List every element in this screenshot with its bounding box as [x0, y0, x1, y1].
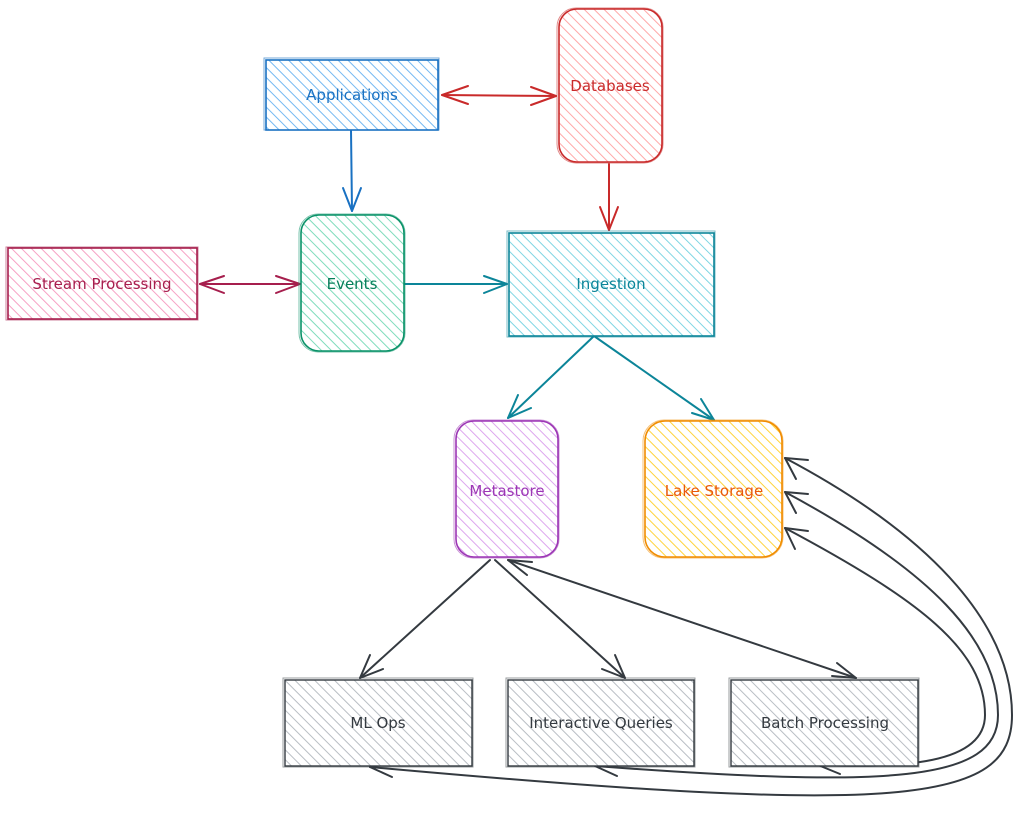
- node-batch-processing[interactable]: Batch Processing: [728, 677, 920, 768]
- node-batch-processing-label: Batch Processing: [761, 714, 889, 732]
- node-metastore-label: Metastore: [469, 482, 544, 500]
- arrow-metastore-mlops: [359, 559, 491, 679]
- node-applications[interactable]: Applications: [263, 57, 440, 131]
- node-lake-storage[interactable]: Lake Storage: [642, 419, 784, 559]
- arrows: [199, 85, 1013, 797]
- node-interactive-queries[interactable]: Interactive Queries: [505, 677, 696, 768]
- arrow-databases-ingestion: [599, 163, 619, 231]
- node-interactive-queries-label: Interactive Queries: [529, 714, 673, 732]
- node-databases[interactable]: Databases: [556, 7, 664, 164]
- arrow-applications-databases: [441, 85, 557, 106]
- node-metastore[interactable]: Metastore: [453, 419, 560, 559]
- arrow-metastore-batch: [507, 559, 857, 679]
- node-applications-label: Applications: [306, 86, 398, 104]
- arrow-ingestion-metastore: [507, 335, 595, 419]
- arrow-ingestion-lake: [593, 335, 715, 421]
- arrow-metastore-queries: [494, 559, 626, 679]
- arrow-applications-events: [342, 129, 362, 212]
- node-ingestion-label: Ingestion: [576, 275, 645, 293]
- node-ml-ops-label: ML Ops: [350, 714, 405, 732]
- node-lake-storage-label: Lake Storage: [665, 482, 763, 500]
- node-databases-label: Databases: [570, 77, 650, 95]
- node-events-label: Events: [327, 275, 378, 293]
- node-ml-ops[interactable]: ML Ops: [282, 677, 474, 768]
- arrow-events-ingestion: [403, 275, 508, 294]
- node-events[interactable]: Events: [298, 213, 406, 353]
- node-stream-processing-label: Stream Processing: [32, 275, 171, 293]
- arrow-stream-events: [199, 275, 301, 294]
- node-stream-processing[interactable]: Stream Processing: [5, 246, 199, 321]
- node-ingestion[interactable]: Ingestion: [506, 230, 716, 338]
